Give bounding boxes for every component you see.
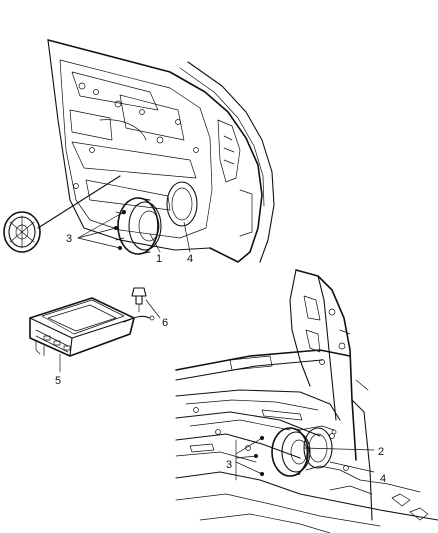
- amplifier-mounting-bolt: [131, 287, 161, 319]
- door-speaker-opening: [166, 181, 198, 227]
- speaker-detail-view: [3, 175, 121, 253]
- callout-2: 2: [378, 446, 384, 458]
- callout-4-rear: 4: [380, 473, 386, 485]
- callout-1: 1: [156, 253, 162, 265]
- front-leader-lines: [77, 211, 191, 253]
- callout-4-front: 4: [187, 253, 193, 265]
- callout-3-front: 3: [66, 233, 72, 245]
- rear-speaker: [271, 425, 337, 477]
- callout-3-rear: 3: [226, 459, 232, 471]
- rear-interior-panel: [175, 269, 438, 533]
- amplifier-module: [29, 297, 155, 357]
- rear-leader-lines: [235, 437, 375, 481]
- front-door-panel: [47, 39, 275, 263]
- callout-6: 6: [162, 317, 168, 329]
- callout-5: 5: [55, 375, 61, 387]
- front-door-speaker: [115, 197, 162, 255]
